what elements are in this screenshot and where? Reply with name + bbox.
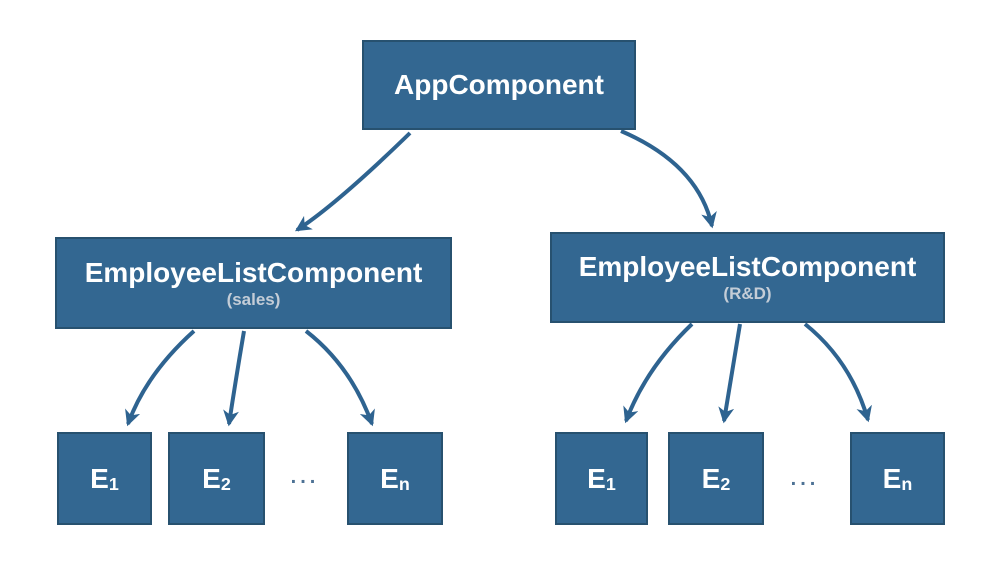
sales-ellipsis: ... xyxy=(290,465,320,488)
arrow-sales-to-en xyxy=(304,329,375,427)
node-app-component: AppComponent xyxy=(362,40,636,130)
node-rnd-employee-2: E2 xyxy=(668,432,764,525)
node-employee-list-sales-subtitle: (sales) xyxy=(226,289,281,309)
arrow-rnd-to-e1 xyxy=(623,322,694,424)
node-rnd-employee-2-label: E2 xyxy=(701,462,731,494)
node-rnd-employee-n-label: En xyxy=(882,462,913,494)
arrow-sales-to-e2 xyxy=(223,330,246,427)
arrow-root-to-sales xyxy=(294,131,412,232)
node-sales-employee-n: En xyxy=(347,432,443,525)
node-employee-list-sales-title: EmployeeListComponent xyxy=(84,256,423,288)
arrow-rnd-to-en xyxy=(803,322,872,423)
node-rnd-employee-1-label: E1 xyxy=(587,462,616,494)
node-sales-employee-n-label: En xyxy=(380,462,410,494)
node-employee-list-rnd: EmployeeListComponent (R&D) xyxy=(550,232,945,323)
node-employee-list-rnd-subtitle: (R&D) xyxy=(723,284,772,303)
node-sales-employee-1: E1 xyxy=(57,432,152,525)
arrow-root-to-rnd xyxy=(620,129,717,229)
node-rnd-employee-1: E1 xyxy=(555,432,648,525)
node-employee-list-rnd-title: EmployeeListComponent xyxy=(578,251,917,282)
node-sales-employee-1-label: E1 xyxy=(90,462,119,494)
arrow-rnd-to-e2 xyxy=(718,323,742,424)
node-rnd-employee-n: En xyxy=(850,432,945,525)
node-employee-list-sales: EmployeeListComponent (sales) xyxy=(55,237,452,329)
node-app-component-label: AppComponent xyxy=(394,69,604,100)
arrow-sales-to-e1 xyxy=(125,329,196,427)
rnd-ellipsis: ... xyxy=(790,467,820,490)
node-sales-employee-2-label: E2 xyxy=(202,462,231,494)
node-sales-employee-2: E2 xyxy=(168,432,265,525)
